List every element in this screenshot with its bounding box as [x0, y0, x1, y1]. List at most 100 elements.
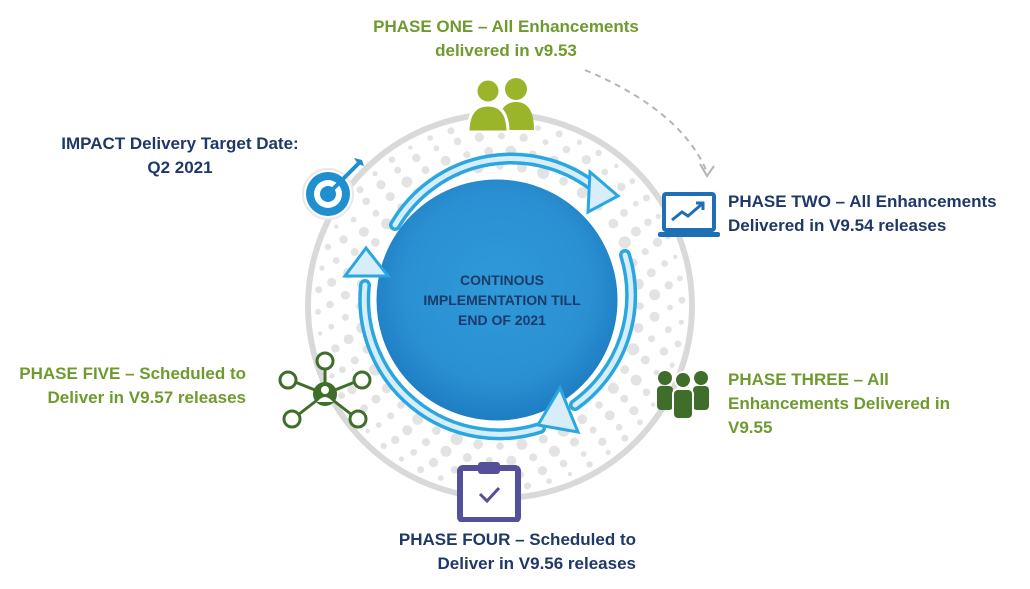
ring-dot [538, 434, 548, 444]
ring-dot [648, 335, 655, 343]
ring-dot [618, 236, 631, 249]
ring-dot [338, 392, 346, 400]
ring-dot [440, 445, 452, 457]
ring-dot [620, 365, 630, 374]
phase-three-label: PHASE THREE – All Enhancements Delivered… [728, 368, 950, 440]
ring-dot [524, 482, 532, 490]
ring-dot [440, 155, 451, 166]
ring-dot [410, 449, 418, 456]
ring-dot [546, 478, 552, 485]
ring-dot [326, 300, 334, 309]
ring-dot [517, 162, 527, 173]
phase-two-label: PHASE TWO – All Enhancements Delivered i… [728, 190, 997, 238]
ring-dot [630, 226, 641, 237]
ring-dot [576, 187, 588, 199]
ring-dot [641, 248, 649, 256]
ring-dot [474, 132, 484, 142]
ring-dot [664, 281, 673, 290]
ring-dot [640, 355, 650, 365]
ring-dot [548, 445, 560, 457]
ring-dot [412, 413, 424, 425]
ring-dot [506, 455, 517, 466]
ring-dot [372, 171, 378, 177]
center-line-1: CONTINOUS [460, 272, 544, 288]
ring-dot [319, 265, 325, 271]
dashed-arrow [584, 69, 707, 171]
ring-dot [669, 362, 675, 368]
ring-dot [649, 311, 660, 322]
phase-four-line-2: Deliver in V9.56 releases [437, 554, 636, 573]
ring-dot [661, 260, 668, 267]
phase-three-line-2: Enhancements Delivered in [728, 394, 951, 413]
ring-dot [360, 404, 369, 413]
ring-dot [370, 238, 380, 247]
ring-dot [659, 347, 668, 356]
arrowhead-left [342, 245, 392, 278]
ring-dot [433, 145, 440, 152]
ring-dot [677, 275, 683, 282]
ring-dot [387, 412, 395, 420]
ring-dot [447, 127, 455, 135]
ring-dot [678, 296, 686, 304]
ring-dot [358, 226, 369, 237]
ring-dot [339, 366, 346, 373]
phase-five-line-1: PHASE FIVE – Scheduled to [19, 364, 246, 383]
ring-dot [402, 425, 413, 436]
ring-dot [607, 382, 619, 394]
ring-dot [674, 340, 682, 348]
ring-dot [343, 334, 354, 345]
phase-two-line-2: Delivered in V9.54 releases [728, 216, 947, 235]
ring-dot [331, 344, 340, 353]
ring-dot [371, 394, 381, 404]
ring-dot [408, 145, 413, 150]
center-circle [375, 178, 619, 422]
ring-dot [604, 410, 615, 421]
dashed-arrowhead [699, 163, 715, 178]
ring-dot [450, 466, 459, 474]
ring-dot [421, 166, 430, 175]
ring-dot [365, 428, 370, 434]
ring-dot [621, 434, 629, 442]
ring-dot [498, 132, 505, 140]
ring-dot [637, 419, 643, 426]
ring-dot [453, 137, 462, 146]
ring-dot [432, 426, 441, 436]
ring-dot [667, 304, 673, 311]
clipboard-check-icon [457, 462, 521, 522]
ring-dot [601, 168, 609, 176]
ring-dot [577, 414, 588, 425]
ring-dot [614, 163, 619, 169]
target-date-label: IMPACT Delivery Target Date: Q2 2021 [46, 132, 314, 180]
ring-dot [537, 466, 548, 476]
ring-dot [629, 406, 639, 416]
phase-three-line-3: V9.55 [728, 418, 773, 437]
ring-dot [562, 145, 571, 154]
ring-dot [570, 437, 579, 447]
ring-dot [380, 442, 387, 450]
ring-dot [589, 426, 597, 434]
ring-dot [324, 243, 332, 251]
ring-dot [542, 139, 549, 146]
ring-dot [576, 139, 583, 145]
ring-dot [567, 471, 573, 477]
arrowhead-top [586, 168, 621, 215]
center-line-3: END OF 2021 [458, 312, 546, 328]
ring-dot [315, 286, 323, 294]
ring-dot [421, 438, 430, 447]
ring-dot [630, 374, 642, 386]
ring-dot [646, 268, 656, 278]
phase-two-line-1: PHASE TWO – All Enhancements [728, 192, 997, 211]
ring-dot [347, 385, 357, 395]
ring-dot [649, 289, 661, 301]
ring-dot [620, 394, 629, 403]
ring-dot [328, 323, 335, 330]
ring-dot [332, 257, 340, 264]
ring-dot [633, 323, 644, 333]
center-line-2: IMPLEMENTATION TILL [423, 292, 581, 308]
ring-dot [350, 356, 359, 365]
center-caption: CONTINOUS IMPLEMENTATION TILL END OF 202… [402, 270, 602, 330]
ring-dot [642, 388, 651, 397]
ring-dot [350, 248, 359, 256]
ring-dot [516, 438, 528, 450]
ring-dot [398, 456, 404, 462]
